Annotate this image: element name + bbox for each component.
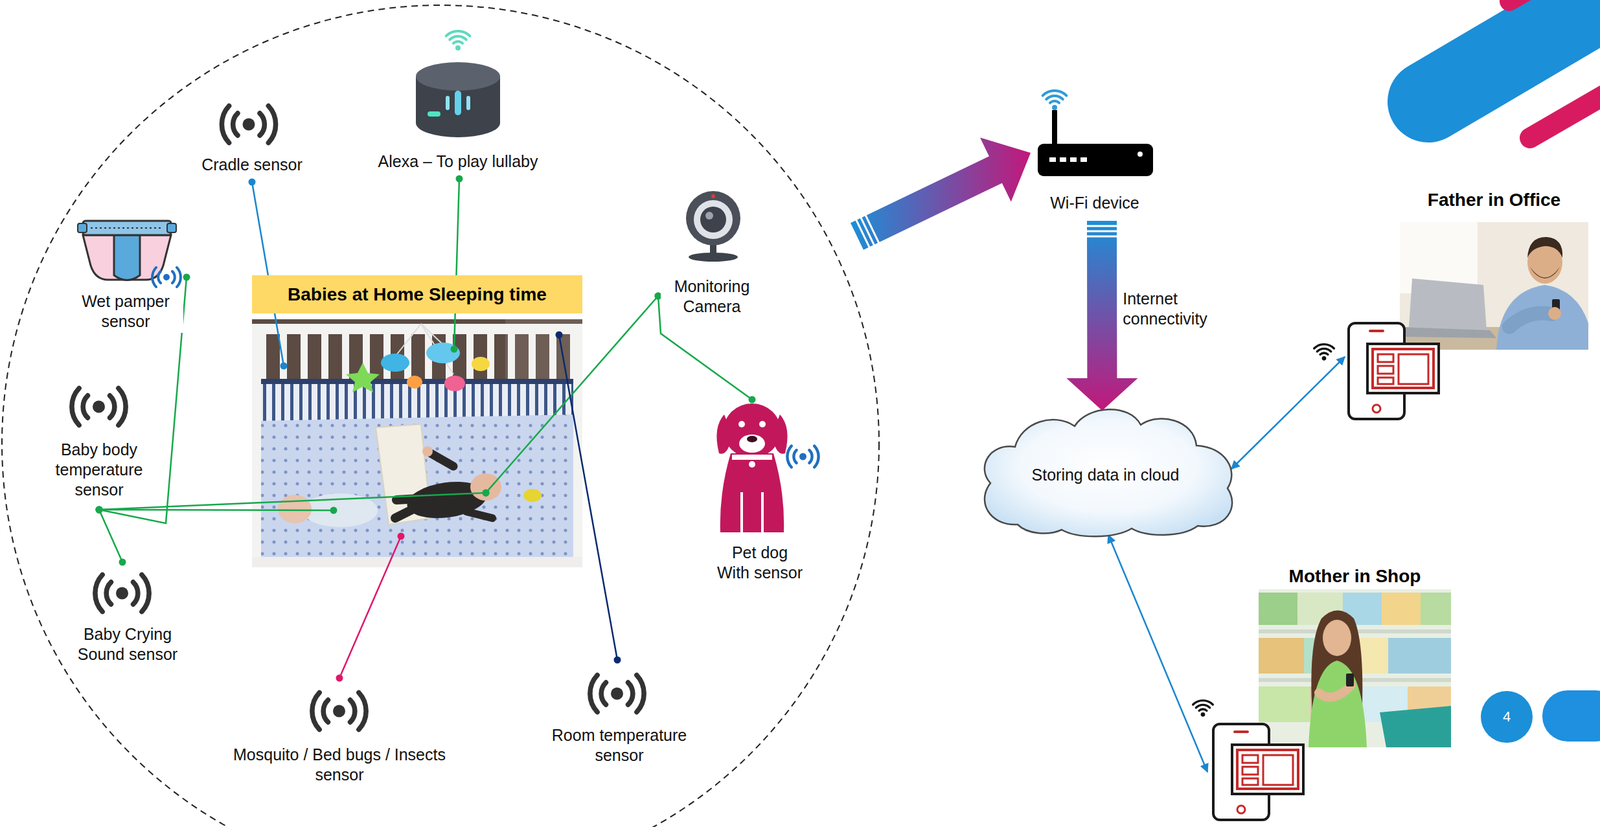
arrow-stripe bbox=[1086, 229, 1118, 232]
wireless-icon bbox=[1314, 344, 1335, 361]
link-dot bbox=[95, 506, 103, 514]
device-name: Monitoring Camera bbox=[663, 276, 761, 317]
link-dot bbox=[555, 331, 563, 339]
sensor-link bbox=[559, 334, 618, 661]
sensor-label: Cradle sensor bbox=[198, 153, 306, 177]
arrow-stripe bbox=[1086, 224, 1118, 227]
link-dot bbox=[455, 175, 463, 183]
wifi-router bbox=[1037, 90, 1154, 177]
sensor-name: Mosquito / Bed bugs / Insects sensor bbox=[219, 744, 460, 786]
sensor-label: Room temperature sensor bbox=[538, 724, 700, 767]
link-dot bbox=[248, 178, 256, 186]
cloud-text: Storing data in cloud bbox=[1031, 452, 1180, 485]
page-number-badge: 4 bbox=[1480, 691, 1533, 743]
arrow-stripe bbox=[1086, 235, 1118, 238]
device-name: Wi-Fi device bbox=[1050, 193, 1140, 214]
sensor-name: Baby body temperature sensor bbox=[44, 439, 155, 501]
sensor-name: Room temperature sensor bbox=[541, 725, 698, 766]
cloud-storage: Storing data in cloud bbox=[971, 397, 1240, 539]
link-dot bbox=[119, 559, 127, 567]
photo-panel: Babies at Home Sleeping time bbox=[251, 275, 583, 568]
sensor-link bbox=[99, 509, 334, 511]
link-dot bbox=[95, 506, 103, 514]
sensor-label: Baby body temperature sensor bbox=[41, 438, 157, 502]
link-dot bbox=[183, 274, 191, 282]
link-dot bbox=[336, 674, 344, 683]
diaper-icon bbox=[77, 220, 181, 287]
device-label: Monitoring Camera bbox=[660, 275, 764, 319]
sensor-link bbox=[485, 296, 659, 493]
link-dot bbox=[397, 533, 405, 541]
device-label: Alexa – To play lullaby bbox=[375, 150, 541, 173]
sensor-label: Baby Crying Sound sensor bbox=[68, 623, 188, 666]
link-dot bbox=[614, 656, 622, 664]
corner-decoration bbox=[1428, 0, 1600, 138]
sensor-link bbox=[339, 536, 401, 679]
link-dot bbox=[748, 396, 756, 404]
link-dot bbox=[482, 489, 490, 497]
alexa-speaker bbox=[415, 31, 501, 138]
sensor-name: Wet pamper sensor bbox=[70, 291, 181, 332]
smartphone-icon bbox=[1348, 323, 1439, 420]
father-photo bbox=[1399, 222, 1589, 350]
smartphone-icon bbox=[1213, 724, 1304, 821]
link-dot bbox=[330, 507, 338, 515]
sensor-link bbox=[251, 182, 284, 366]
data-link bbox=[1231, 356, 1345, 469]
data-link bbox=[1108, 535, 1208, 773]
person-heading: Mother in Shop bbox=[1258, 565, 1452, 588]
mother-photo bbox=[1258, 589, 1452, 748]
home-boundary bbox=[1, 5, 880, 827]
sensor-label: Mosquito / Bed bugs / Insects sensor bbox=[217, 743, 462, 787]
person-panel: Mother in Shop bbox=[1208, 565, 1452, 822]
link-dot bbox=[482, 489, 490, 497]
link-dot bbox=[95, 506, 103, 514]
sensor-link bbox=[99, 509, 123, 563]
sensor-label: Wet pamper sensor bbox=[68, 290, 184, 333]
device-label: Wi-Fi device bbox=[1047, 191, 1143, 215]
edge-label: Internet connectivity bbox=[1122, 288, 1233, 330]
sensor-name: Cradle sensor bbox=[201, 154, 303, 175]
device-name: Alexa – To play lullaby bbox=[378, 151, 539, 172]
page-number: 4 bbox=[1502, 708, 1511, 726]
photo-heading: Babies at Home Sleeping time bbox=[251, 275, 583, 314]
person-panel: Father in Office bbox=[1346, 189, 1589, 421]
sensor-name: Pet dog With sensor bbox=[715, 542, 805, 583]
sensor-label: Pet dog With sensor bbox=[712, 541, 808, 585]
person-heading: Father in Office bbox=[1399, 189, 1589, 212]
wireless-icon bbox=[1193, 700, 1214, 718]
camera-icon bbox=[685, 191, 741, 262]
cloud-outline bbox=[984, 409, 1233, 537]
page-bar bbox=[1542, 690, 1600, 742]
sensor-link bbox=[99, 492, 486, 510]
link-dot bbox=[280, 362, 288, 370]
upload-arrow bbox=[850, 137, 1031, 250]
crib-photo bbox=[251, 319, 583, 568]
pet-dog bbox=[716, 403, 819, 533]
sensor-name: Baby Crying Sound sensor bbox=[71, 624, 185, 665]
link-dot bbox=[450, 345, 458, 354]
link-dot bbox=[95, 506, 103, 514]
sensor-link bbox=[454, 178, 460, 350]
